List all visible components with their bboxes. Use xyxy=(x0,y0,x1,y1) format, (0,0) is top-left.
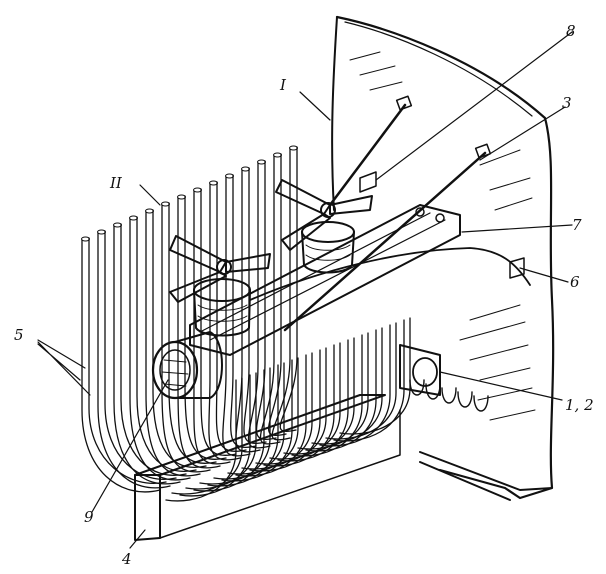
label-bracket: 3 xyxy=(562,94,572,112)
tube-cap xyxy=(113,222,122,228)
tube-cap xyxy=(129,215,138,221)
tube-cap xyxy=(209,180,218,186)
tube xyxy=(215,181,247,452)
tube xyxy=(222,176,251,457)
tube xyxy=(97,232,171,489)
tube-cap xyxy=(289,145,298,151)
tube xyxy=(339,317,411,435)
tube xyxy=(193,369,265,492)
tube xyxy=(208,183,241,461)
tube-cap xyxy=(225,173,234,179)
tube-cap xyxy=(145,208,154,214)
tube xyxy=(263,344,335,467)
label-drive-unit: 1, 2 xyxy=(565,396,594,414)
tube xyxy=(473,395,489,412)
tube xyxy=(129,218,191,481)
tube xyxy=(305,329,377,452)
label-tube-bundle: II xyxy=(109,174,123,192)
tube xyxy=(221,359,293,482)
tube xyxy=(184,195,227,460)
tube xyxy=(259,155,281,445)
tube xyxy=(297,332,369,450)
tube xyxy=(120,223,187,476)
tube-cap xyxy=(241,166,250,172)
leader-lines xyxy=(37,31,573,549)
tube xyxy=(104,230,177,480)
label-tubes: 5 xyxy=(14,326,24,344)
tube xyxy=(333,319,405,442)
tube xyxy=(165,379,237,502)
label-arm: 7 xyxy=(572,216,582,234)
tube xyxy=(249,349,321,472)
tube xyxy=(161,204,211,473)
tube xyxy=(145,211,201,477)
tube xyxy=(207,364,279,487)
tube xyxy=(243,167,267,444)
tube xyxy=(200,188,237,456)
tube xyxy=(136,216,197,472)
label-clamp: 6 xyxy=(570,273,580,291)
label-support-beam: 4 xyxy=(121,550,132,568)
tube xyxy=(255,160,277,440)
tube xyxy=(152,209,207,468)
tube-cap xyxy=(273,152,282,158)
tube xyxy=(409,379,425,396)
tube-cap xyxy=(177,194,186,200)
label-motor-housing: 9 xyxy=(84,508,94,526)
tube xyxy=(193,190,231,465)
tube-cap xyxy=(81,236,90,242)
tube xyxy=(441,387,457,404)
tube xyxy=(168,202,217,464)
tube xyxy=(291,334,363,457)
tube xyxy=(179,374,251,497)
tube xyxy=(277,339,349,462)
tube xyxy=(268,153,287,436)
tube xyxy=(311,327,383,445)
tube-cap xyxy=(161,201,170,207)
tube-cap xyxy=(257,159,266,165)
motor-housing xyxy=(151,331,223,400)
tube xyxy=(283,337,355,455)
tube xyxy=(235,354,307,477)
tube xyxy=(88,237,167,484)
brackets xyxy=(283,95,525,332)
drive-unit xyxy=(399,344,441,396)
tube xyxy=(177,197,221,469)
tube-cap xyxy=(97,229,106,235)
tube xyxy=(325,322,397,440)
tube xyxy=(81,239,161,493)
label-bracket-top: 8 xyxy=(566,22,576,40)
motor-left xyxy=(169,235,271,337)
tube xyxy=(113,225,181,485)
motor-right xyxy=(275,179,373,274)
tube xyxy=(230,174,257,448)
tube xyxy=(271,148,291,441)
tube-cap xyxy=(193,187,202,193)
tube xyxy=(457,391,473,408)
wall-plate xyxy=(331,15,555,501)
tube xyxy=(319,324,391,447)
support-beam xyxy=(134,394,401,541)
tube-bundle xyxy=(81,145,489,502)
label-wall: I xyxy=(279,76,287,94)
